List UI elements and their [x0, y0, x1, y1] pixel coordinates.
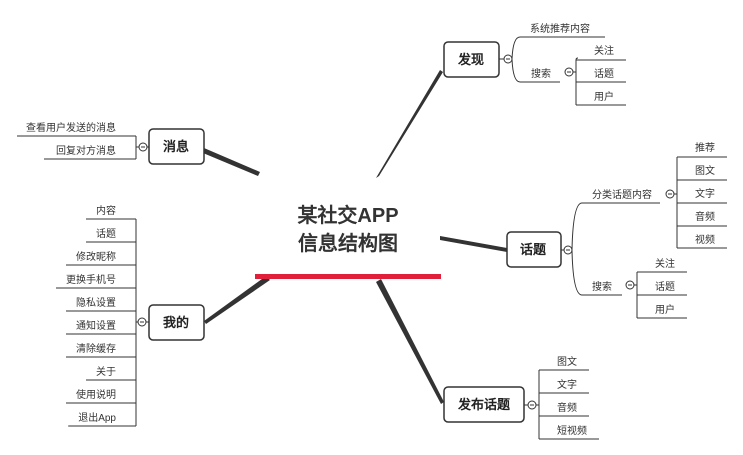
connector-publish [376, 279, 444, 404]
discover-search-child[interactable]: 用户 [594, 90, 614, 103]
me-item[interactable]: 隐私设置 [76, 297, 116, 309]
connector-discover [376, 70, 443, 178]
me-item[interactable]: 使用说明 [76, 388, 116, 401]
discover-search-child[interactable]: 关注 [594, 44, 614, 57]
me-item[interactable]: 话题 [96, 228, 116, 240]
publish-item[interactable]: 音频 [557, 401, 577, 414]
minus-circle-icon[interactable] [527, 400, 537, 410]
connector-messages [203, 148, 260, 176]
node-discover-label: 发现 [457, 52, 484, 67]
main-connectors [203, 70, 507, 404]
topics-category-child[interactable]: 音频 [695, 210, 715, 223]
minus-circle-icon[interactable] [564, 67, 574, 77]
minus-circle-icon[interactable] [137, 317, 147, 327]
messages-item[interactable]: 查看用户发送的消息 [26, 121, 116, 134]
discover-search[interactable]: 搜索 [531, 67, 551, 80]
topics-search[interactable]: 搜索 [592, 280, 612, 293]
minus-circle-icon[interactable] [138, 142, 148, 152]
publish-item[interactable]: 文字 [557, 378, 577, 391]
discover-search-child[interactable]: 话题 [594, 68, 614, 80]
central-topic: 某社交APP 信息结构图 [255, 203, 441, 279]
node-messages-label: 消息 [163, 139, 189, 154]
messages-item[interactable]: 回复对方消息 [56, 144, 116, 157]
me-item[interactable]: 退出App [78, 411, 116, 424]
title-line2: 信息结构图 [298, 231, 398, 255]
branch-messages[interactable]: 消息 查看用户发送的消息 回复对方消息 [17, 121, 205, 165]
topics-category-child[interactable]: 视频 [695, 233, 715, 246]
topics-category-child[interactable]: 文字 [695, 187, 715, 200]
topics-search-child[interactable]: 话题 [655, 281, 675, 293]
node-me-label: 我的 [163, 315, 189, 330]
me-item[interactable]: 清除缓存 [76, 342, 116, 355]
connector-topics [440, 236, 507, 252]
minus-circle-icon[interactable] [563, 245, 573, 255]
me-item[interactable]: 内容 [96, 204, 116, 217]
publish-item[interactable]: 图文 [557, 355, 577, 368]
minus-circle-icon[interactable] [665, 189, 675, 199]
connector-me [204, 276, 270, 324]
me-item[interactable]: 关于 [96, 365, 116, 378]
topics-category[interactable]: 分类话题内容 [592, 188, 652, 201]
node-publish-label: 发布话题 [457, 397, 511, 412]
discover-recommend[interactable]: 系统推荐内容 [530, 22, 590, 35]
branch-publish[interactable]: 发布话题 图文 文字 音频 短视频 [443, 355, 599, 440]
me-item[interactable]: 更换手机号 [66, 273, 116, 286]
topics-search-child[interactable]: 用户 [655, 303, 675, 316]
title-underline [255, 274, 441, 279]
topics-category-child[interactable]: 推荐 [695, 141, 715, 154]
node-topics-label: 话题 [520, 242, 547, 257]
minus-circle-icon[interactable] [625, 280, 635, 290]
branch-discover[interactable]: 发现 系统推荐内容 搜索 关注 话题 用户 [443, 22, 626, 106]
me-item[interactable]: 通知设置 [76, 319, 116, 332]
title-line1: 某社交APP [297, 203, 398, 227]
minus-circle-icon[interactable] [503, 54, 513, 64]
topics-category-child[interactable]: 图文 [695, 164, 715, 177]
topics-search-child[interactable]: 关注 [655, 257, 675, 270]
branch-topics[interactable]: 话题 分类话题内容 推荐 图文 文字 音频 视频 搜索 关注 话题 用户 [506, 141, 727, 319]
publish-item[interactable]: 短视频 [557, 424, 587, 437]
me-item[interactable]: 修改昵称 [76, 250, 116, 263]
